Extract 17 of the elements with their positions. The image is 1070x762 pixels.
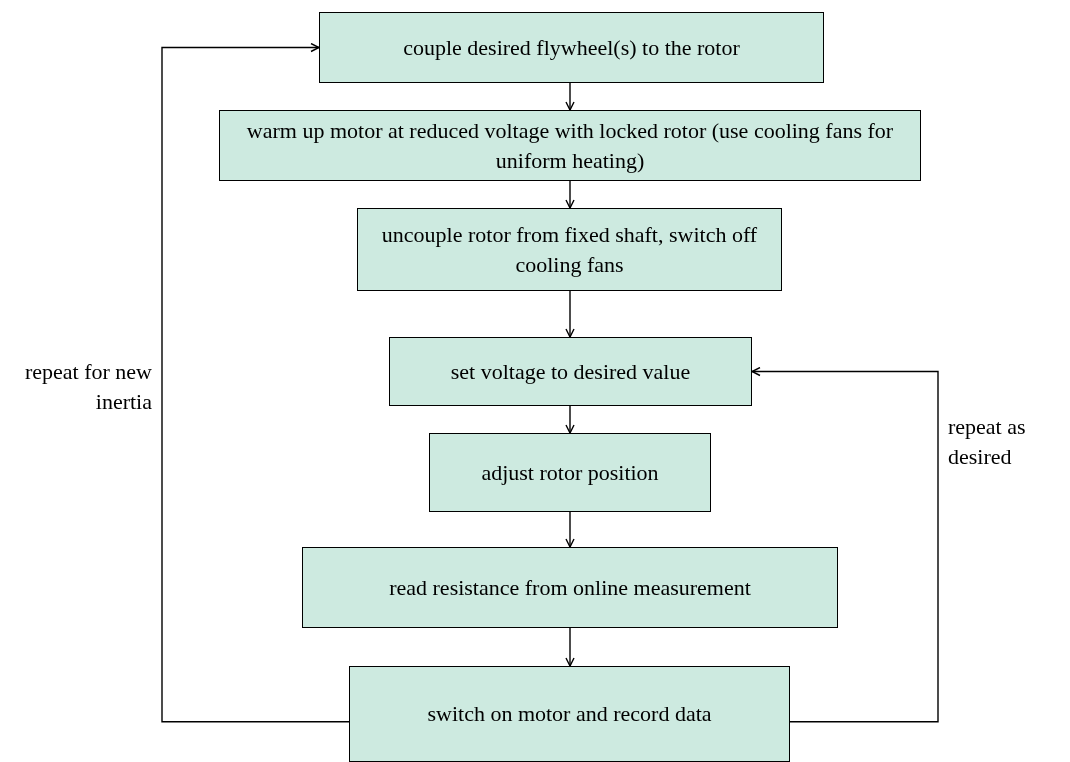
arrow	[565, 405, 575, 434]
arrow	[751, 366, 939, 723]
edge-label: repeat for new inertia	[23, 358, 152, 416]
process-box: read resistance from online measurement	[302, 547, 838, 628]
process-box: switch on motor and record data	[349, 666, 790, 762]
process-box: adjust rotor position	[429, 433, 711, 512]
arrow	[565, 627, 575, 667]
process-box: set voltage to desired value	[389, 337, 752, 406]
arrow	[161, 42, 350, 723]
arrow	[565, 180, 575, 209]
arrow	[565, 82, 575, 111]
edge-label: repeat as desired	[948, 413, 1027, 471]
process-box: couple desired flywheel(s) to the rotor	[319, 12, 824, 83]
process-box: warm up motor at reduced voltage with locked rotor (use cooling fans for uniform heating)	[219, 110, 921, 181]
process-box: uncouple rotor from fixed shaft, switch off cooling fans	[357, 208, 782, 291]
arrow	[565, 290, 575, 338]
arrow	[565, 511, 575, 548]
